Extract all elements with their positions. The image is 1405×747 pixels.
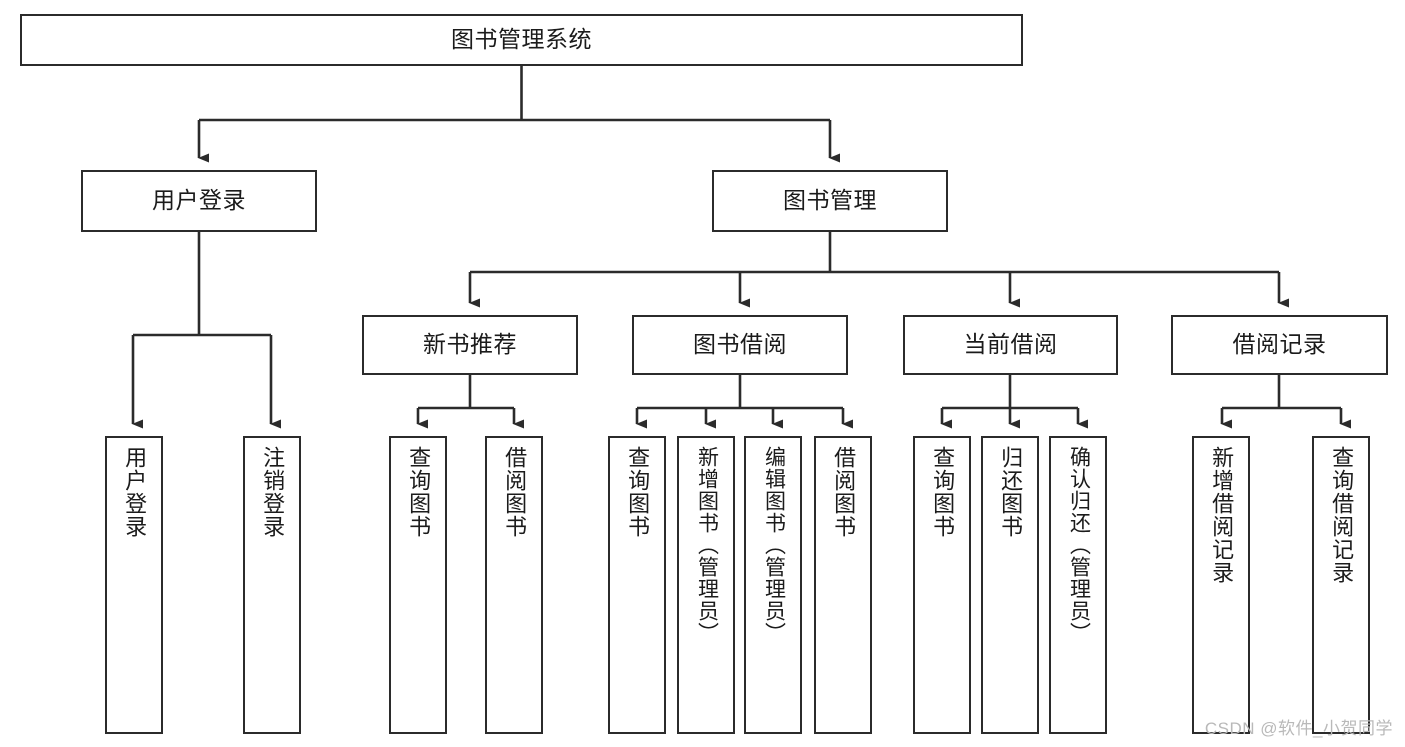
node-label: 新增图书（管理员） — [695, 446, 719, 644]
node-label: 用户登录 — [122, 446, 148, 538]
node-label: 借阅图书 — [831, 446, 857, 538]
leaf-edit-book-admin[interactable]: 编辑图书（管理员） — [744, 436, 802, 734]
node-book-management[interactable]: 图书管理 — [712, 170, 948, 232]
leaf-query-book-borrow[interactable]: 查询图书 — [608, 436, 666, 734]
node-new-book-recommend[interactable]: 新书推荐 — [362, 315, 578, 375]
leaf-borrow-book-recommend[interactable]: 借阅图书 — [485, 436, 543, 734]
node-label: 确认归还（管理员） — [1067, 446, 1091, 644]
node-label: 查询图书 — [625, 446, 651, 538]
node-label: 编辑图书（管理员） — [762, 446, 786, 644]
leaf-query-book-recommend[interactable]: 查询图书 — [389, 436, 447, 734]
node-label: 归还图书 — [998, 446, 1024, 538]
leaf-return-book[interactable]: 归还图书 — [981, 436, 1039, 734]
node-borrow-record[interactable]: 借阅记录 — [1171, 315, 1388, 375]
node-label: 图书借阅 — [693, 331, 787, 358]
node-label: 查询借阅记录 — [1329, 446, 1355, 584]
node-label: 用户登录 — [152, 187, 246, 214]
leaf-query-borrow-record[interactable]: 查询借阅记录 — [1312, 436, 1370, 734]
leaf-query-book-current[interactable]: 查询图书 — [913, 436, 971, 734]
node-label: 图书管理系统 — [451, 26, 592, 53]
node-label: 查询图书 — [930, 446, 956, 538]
node-label: 借阅图书 — [502, 446, 528, 538]
node-label: 借阅记录 — [1232, 331, 1327, 358]
leaf-confirm-return-admin[interactable]: 确认归还（管理员） — [1049, 436, 1107, 734]
node-label: 查询图书 — [406, 446, 432, 538]
node-book-management-system[interactable]: 图书管理系统 — [20, 14, 1023, 66]
leaf-add-borrow-record[interactable]: 新增借阅记录 — [1192, 436, 1250, 734]
node-book-borrow[interactable]: 图书借阅 — [632, 315, 848, 375]
node-current-borrow[interactable]: 当前借阅 — [903, 315, 1118, 375]
node-label: 新增借阅记录 — [1209, 446, 1235, 584]
node-label: 当前借阅 — [963, 331, 1058, 358]
node-user-login[interactable]: 用户登录 — [81, 170, 317, 232]
leaf-borrow-book-borrow[interactable]: 借阅图书 — [814, 436, 872, 734]
leaf-user-logout[interactable]: 注销登录 — [243, 436, 301, 734]
leaf-add-book-admin[interactable]: 新增图书（管理员） — [677, 436, 735, 734]
watermark-text: CSDN @软件_小贺同学 — [1204, 719, 1393, 738]
node-label: 图书管理 — [783, 187, 877, 214]
leaf-user-login[interactable]: 用户登录 — [105, 436, 163, 734]
node-label: 新书推荐 — [423, 331, 517, 358]
node-label: 注销登录 — [260, 446, 286, 538]
